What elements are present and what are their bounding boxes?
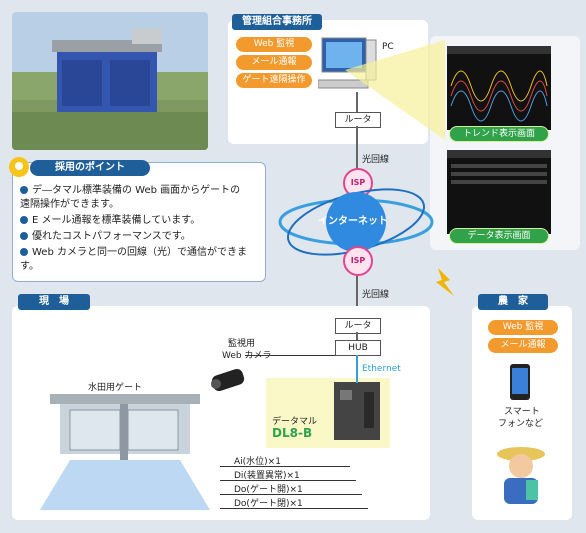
bullet-dot-icon	[20, 216, 28, 224]
bullet-dot-icon	[20, 232, 28, 240]
points-title: 採用のポイント	[30, 160, 150, 176]
office-router: ルータ	[335, 112, 381, 128]
pc-icon	[317, 36, 378, 95]
farmer-illustration	[490, 440, 552, 509]
isp-bottom: ISP	[343, 246, 373, 276]
web-monitor-button[interactable]: Web 監視	[236, 37, 312, 52]
mail-notify-button[interactable]: メール通報	[236, 55, 312, 70]
signal-di-line	[220, 480, 356, 481]
hub-device-line	[356, 355, 358, 383]
smartphone-icon	[510, 364, 530, 403]
point-1: デ―タマル標準装備の Web 画面からゲートの遠隔操作ができます。	[20, 185, 241, 210]
camera-label-1: 監視用	[228, 339, 256, 349]
farmer-web-monitor-button[interactable]: Web 監視	[488, 320, 558, 335]
site-router: ルータ	[335, 318, 381, 334]
lightbulb-icon	[8, 156, 30, 181]
pc-router-line	[356, 92, 358, 112]
point-3: 優れたコストパフォーマンスです。	[20, 230, 250, 244]
bullet-dot-icon	[20, 248, 28, 256]
data-screen	[447, 150, 551, 234]
data-screen-label: データ表示画面	[449, 228, 549, 244]
fiber-label-bottom: 光回線	[362, 290, 390, 300]
gate-remote-button[interactable]: ゲート遠隔操作	[236, 73, 312, 88]
internet-label: インターネット	[318, 216, 388, 227]
fiber-label-top: 光回線	[362, 155, 390, 165]
highlight-beam	[345, 40, 455, 153]
signal-ai-line	[220, 466, 350, 467]
gate-photo	[12, 12, 208, 150]
router-hub-line	[356, 332, 358, 340]
hub-camera-line	[245, 355, 335, 356]
phone-label-1: スマート	[504, 407, 540, 417]
isp-top: ISP	[343, 168, 373, 198]
signal-do-open-line	[220, 494, 362, 495]
device-model: DL8-B	[272, 426, 313, 440]
router-isp-line	[356, 126, 358, 170]
web-camera-icon	[206, 366, 250, 397]
trend-screen-label: トレンド表示画面	[449, 126, 549, 142]
gate-illustration	[20, 390, 230, 521]
trend-screen	[447, 46, 551, 130]
lightning-icon	[432, 266, 458, 301]
site-header: 現 場	[18, 294, 90, 310]
isp-router-line	[356, 276, 358, 318]
bullet-dot-icon	[20, 186, 28, 194]
internet-globe	[276, 178, 436, 271]
ethernet-label: Ethernet	[362, 364, 401, 374]
point-4: Web カメラと同一の回線（光）で通信ができます。	[20, 247, 247, 272]
phone-label-2: フォンなど	[498, 419, 544, 429]
signal-di: Di(装置異常)×1	[234, 471, 300, 481]
camera-label-2: Web カメラ	[222, 351, 272, 361]
point-2: E メール通報を標準装備しています。	[20, 214, 250, 228]
signal-do-close-line	[220, 508, 368, 509]
hub-box: HUB	[335, 340, 381, 356]
signal-do-open: Do(ゲート開)×1	[234, 485, 303, 495]
office-header: 管理組合事務所	[232, 14, 322, 30]
farmer-mail-notify-button[interactable]: メール通報	[488, 338, 558, 353]
signal-do-close: Do(ゲート閉)×1	[234, 499, 303, 509]
gate-label: 水田用ゲート	[88, 383, 143, 393]
farmer-header: 農 家	[478, 294, 548, 310]
pc-label: PC	[382, 42, 394, 52]
device-label: データマル	[272, 417, 318, 427]
datamaru-device-icon	[334, 382, 386, 443]
signal-ai: Ai(水位)×1	[234, 457, 281, 467]
